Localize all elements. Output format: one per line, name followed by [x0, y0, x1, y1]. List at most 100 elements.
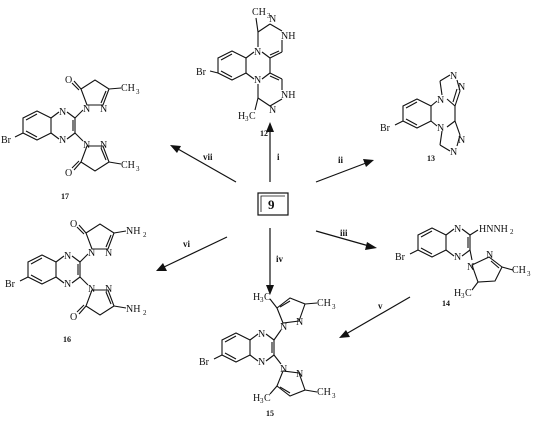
bromo-label: Br: [199, 357, 210, 368]
nitrogen-label: N: [254, 47, 261, 58]
bromo-label: Br: [380, 123, 391, 134]
methyl-subscript: 3: [136, 165, 140, 173]
nitrogen-label: N: [454, 224, 461, 235]
step-label-vii: vii: [203, 152, 213, 162]
step-label-v: v: [378, 301, 383, 311]
methyl-label: H 3 C: [454, 288, 472, 300]
arrow-ii: ii: [315, 155, 374, 183]
methyl-ch-text: CH: [512, 265, 526, 276]
amino-text: NH: [126, 304, 140, 315]
nitrogen-label: N: [105, 248, 112, 259]
bromo-label: Br: [395, 252, 406, 263]
hydrazinyl-text: HNNH: [479, 224, 508, 235]
methyl-subscript: 3: [267, 12, 271, 20]
methyl-h-text: H: [253, 292, 260, 303]
methyl-c-text: C: [264, 292, 271, 303]
nitrogen-label: N: [437, 95, 444, 106]
nitrogen-label: N: [458, 135, 465, 146]
oxygen-label: O: [65, 168, 72, 179]
methyl-label-bottom: H 3 C: [238, 111, 256, 123]
arrow-iii: iii: [315, 228, 377, 250]
compound-12: Br N N N NH N NH CH 3 H 3 C 12: [196, 7, 295, 138]
methyl-label: CH 3: [121, 160, 140, 173]
compound-number: 12: [260, 129, 268, 138]
nitrogen-label: N: [88, 248, 95, 259]
step-label-vi: vi: [183, 239, 191, 249]
arrow-v: v: [339, 296, 411, 338]
amino-label: NH 2: [126, 226, 147, 239]
hub-box: 9: [257, 192, 289, 216]
bromo-label: Br: [5, 279, 16, 290]
hydrazinyl-subscript: 2: [510, 228, 514, 236]
nitrogen-label: N: [100, 104, 107, 115]
arrow-vii: vii: [170, 145, 237, 183]
methyl-subscript: 3: [260, 296, 264, 304]
nitrogen-label: N: [269, 14, 276, 25]
compound-number: 13: [427, 154, 435, 163]
methyl-label: CH 3: [317, 298, 336, 311]
compound-15: Br N N N N N N H 3 C CH 3 H 3 C CH 3 15: [199, 292, 336, 418]
methyl-label: CH 3: [121, 83, 140, 96]
nitrogen-label: N: [296, 317, 303, 328]
methyl-ch-text: CH: [252, 7, 266, 18]
nh-label: NH: [281, 90, 295, 101]
methyl-h-text: H: [253, 393, 260, 404]
nitrogen-label: N: [450, 71, 457, 82]
methyl-c-text: C: [264, 393, 271, 404]
nitrogen-label: N: [269, 105, 276, 116]
hub-label: 9: [268, 197, 275, 212]
step-label-i: i: [277, 152, 280, 162]
methyl-subscript: 3: [461, 292, 465, 300]
methyl-h-text: H: [454, 288, 461, 299]
methyl-ch-text: CH: [317, 298, 331, 309]
nitrogen-label: N: [437, 123, 444, 134]
arrow-iv: iv: [266, 228, 284, 295]
compound-13: Br N N N N N N 13: [380, 71, 465, 163]
step-label-ii: ii: [338, 155, 344, 165]
methyl-subscript: 3: [245, 115, 249, 123]
methyl-subscript: 3: [136, 88, 140, 96]
compound-16: Br N N N N N N O O NH 2 NH 2 16: [5, 219, 147, 344]
methyl-subscript: 3: [527, 270, 531, 278]
methyl-h-text: H: [238, 111, 245, 122]
nitrogen-label: N: [64, 279, 71, 290]
nitrogen-label: N: [454, 252, 461, 263]
methyl-ch-text: CH: [121, 160, 135, 171]
amino-text: NH: [126, 226, 140, 237]
nitrogen-label: N: [254, 75, 261, 86]
methyl-subscript: 3: [260, 397, 264, 405]
nh-label: NH: [281, 31, 295, 42]
methyl-c-text: C: [465, 288, 472, 299]
bromo-label: Br: [196, 67, 207, 78]
nitrogen-label: N: [88, 284, 95, 295]
nitrogen-label: N: [100, 140, 107, 151]
arrow-vi: vi: [156, 236, 228, 271]
methyl-label: CH 3: [512, 265, 531, 278]
methyl-label-top: CH 3: [252, 7, 271, 20]
nitrogen-label: N: [258, 357, 265, 368]
nitrogen-label: N: [280, 322, 287, 333]
nitrogen-label: N: [59, 107, 66, 118]
nitrogen-label: N: [59, 135, 66, 146]
compound-number: 14: [442, 299, 450, 308]
oxygen-label: O: [65, 75, 72, 86]
nitrogen-label: N: [450, 147, 457, 158]
nitrogen-label: N: [486, 250, 493, 261]
arrow-i: i: [266, 122, 280, 182]
compound-17: Br N N N N N N O O CH 3 CH 3 17: [1, 75, 140, 201]
step-label-iii: iii: [340, 228, 348, 238]
nitrogen-label: N: [105, 284, 112, 295]
nitrogen-label: N: [83, 104, 90, 115]
nitrogen-label: N: [280, 364, 287, 375]
methyl-ch-text: CH: [317, 387, 331, 398]
compound-number: 17: [61, 192, 69, 201]
bromo-label: Br: [1, 135, 12, 146]
methyl-label: H 3 C: [253, 292, 271, 304]
oxygen-label: O: [70, 312, 77, 323]
compound-number: 16: [63, 335, 71, 344]
amino-label: NH 2: [126, 304, 147, 317]
nitrogen-label: N: [64, 251, 71, 262]
oxygen-label: O: [70, 219, 77, 230]
amino-subscript: 2: [143, 309, 147, 317]
